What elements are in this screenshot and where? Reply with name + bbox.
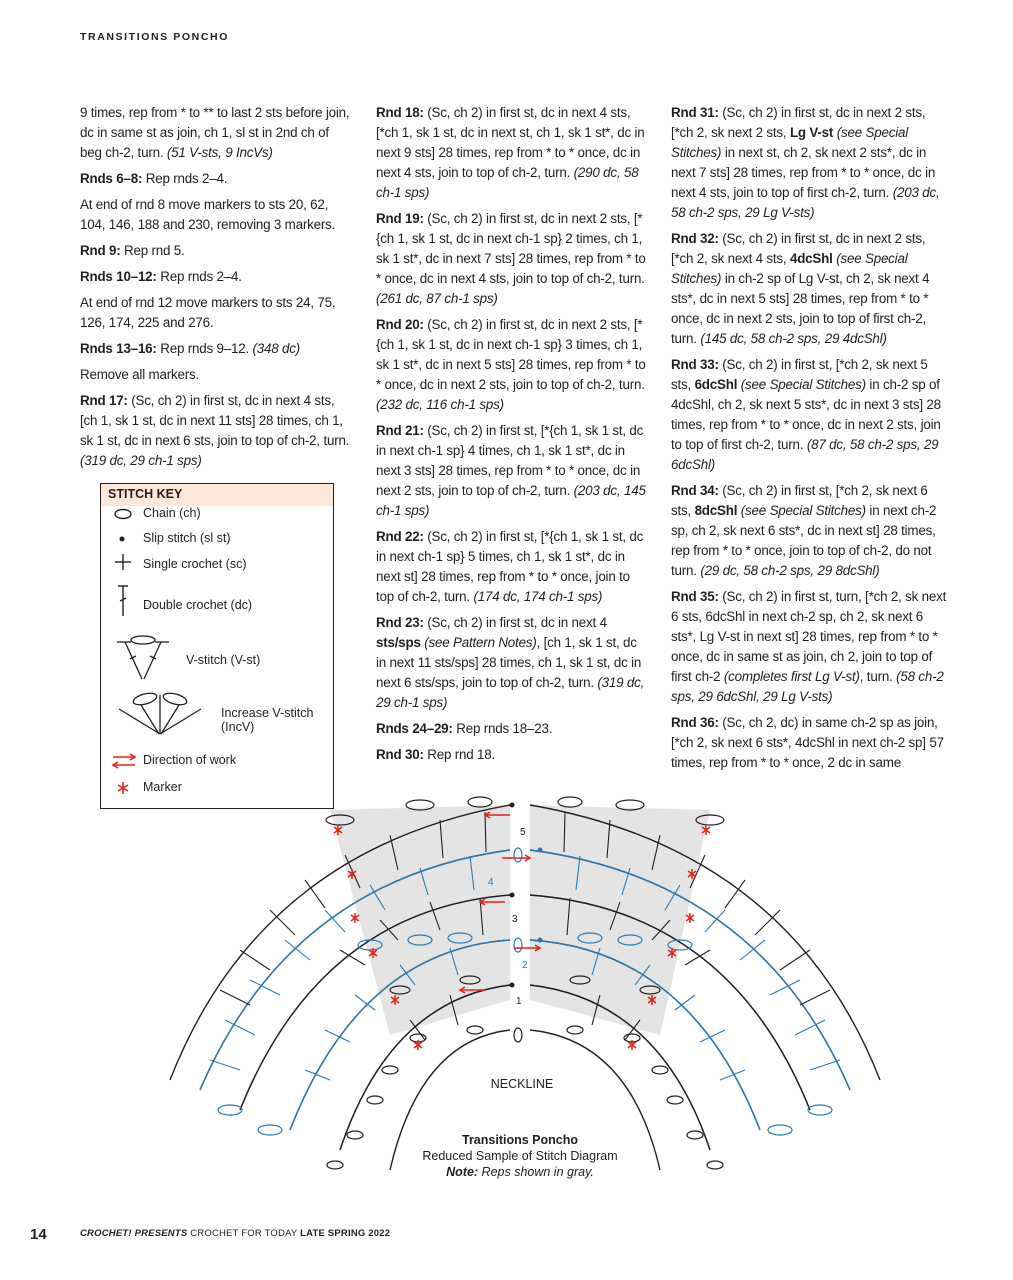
paragraph: Rnds 13–16: Rep rnds 9–12. (348 dc) bbox=[80, 341, 301, 356]
round-2-left bbox=[289, 939, 511, 1131]
paragraph: Rnd 36: (Sc, ch 2, dc) in same ch-2 sp a… bbox=[671, 715, 944, 770]
stitch-diagram: 5 4 3 2 1 NECKLINE bbox=[169, 796, 881, 1171]
text-column-3: Rnd 31: (Sc, ch 2) in first st, dc in ne… bbox=[671, 103, 949, 779]
stitch-key: STITCH KEY Chain (ch) Slip stitch (sl st… bbox=[100, 483, 334, 809]
round-1-right bbox=[529, 984, 711, 1151]
publication-footer: CROCHET! PRESENTS CROCHET FOR TODAY LATE… bbox=[80, 1228, 391, 1239]
paragraph: Rnd 21: (Sc, ch 2) in first st, [*{ch 1,… bbox=[376, 423, 646, 518]
stitch-posts-black bbox=[219, 811, 831, 1041]
row-number-2: 2 bbox=[522, 960, 528, 971]
double-crochet-icon bbox=[118, 585, 128, 616]
key-label-marker: Marker bbox=[143, 780, 182, 794]
diagram-caption-note: Note: Reps shown in gray. bbox=[446, 1165, 594, 1179]
diagram-caption-subtitle: Reduced Sample of Stitch Diagram bbox=[422, 1149, 618, 1163]
key-label-direction: Direction of work bbox=[143, 753, 237, 767]
v-stitch-arches bbox=[325, 796, 725, 1170]
paragraph: Rnd 19: (Sc, ch 2) in first st, dc in ne… bbox=[376, 211, 646, 306]
text-column-1: 9 times, rep from * to ** to last 2 sts … bbox=[80, 103, 352, 477]
paragraph: Rnds 6–8: Rep rnds 2–4. bbox=[80, 171, 228, 186]
paragraph: At end of rnd 8 move markers to sts 20, … bbox=[80, 197, 336, 232]
paragraph: Rnd 20: (Sc, ch 2) in first st, dc in ne… bbox=[376, 317, 646, 412]
key-label-chain: Chain (ch) bbox=[143, 506, 201, 520]
stitch-key-title: STITCH KEY bbox=[101, 484, 333, 506]
round-3-left bbox=[239, 894, 511, 1111]
round-1-left bbox=[339, 984, 511, 1151]
paragraph: At end of rnd 12 move markers to sts 24,… bbox=[80, 295, 336, 330]
row-number-3: 3 bbox=[512, 914, 518, 925]
round-4-right bbox=[529, 849, 851, 1091]
page-number: 14 bbox=[30, 1226, 47, 1243]
direction-arrow-icons bbox=[458, 811, 542, 994]
text-column-2: Rnd 18: (Sc, ch 2) in first st, dc in ne… bbox=[376, 103, 648, 771]
paragraph: Rnds 10–12: Rep rnds 2–4. bbox=[80, 269, 242, 284]
marker-icon bbox=[117, 782, 129, 794]
key-label-v-stitch: V-stitch (V-st) bbox=[186, 653, 261, 667]
chain-icon bbox=[114, 508, 132, 520]
row-number-4: 4 bbox=[488, 877, 494, 888]
paragraph: 9 times, rep from * to ** to last 2 sts … bbox=[80, 105, 350, 160]
foundation-right bbox=[529, 1029, 661, 1171]
paragraph: Remove all markers. bbox=[80, 367, 199, 382]
round-5-left bbox=[169, 804, 511, 1081]
running-header: TRANSITIONS PONCHO bbox=[80, 31, 229, 43]
key-label-double-crochet: Double crochet (dc) bbox=[143, 598, 253, 612]
paragraph: Rnd 30: Rep rnd 18. bbox=[376, 747, 496, 762]
slip-stitch-icon bbox=[119, 536, 125, 542]
rep-shading-left bbox=[330, 805, 510, 1035]
direction-arrows-icon bbox=[111, 753, 137, 769]
increase-v-stitch-icon bbox=[118, 692, 202, 735]
paragraph: Rnd 18: (Sc, ch 2) in first st, dc in ne… bbox=[376, 105, 645, 200]
round-4-left bbox=[199, 849, 511, 1091]
marker-icons bbox=[333, 825, 711, 1050]
paragraph: Rnd 22: (Sc, ch 2) in first st, [*{ch 1,… bbox=[376, 529, 644, 604]
paragraph: Rnd 34: (Sc, ch 2) in first st, [*ch 2, … bbox=[671, 483, 937, 578]
foundation-left bbox=[389, 1029, 511, 1171]
paragraph: Rnd 23: (Sc, ch 2) in first st, dc in ne… bbox=[376, 615, 645, 710]
row-number-1: 1 bbox=[516, 996, 522, 1007]
diagram-caption-title: Transitions Poncho bbox=[462, 1133, 578, 1147]
paragraph: Rnd 31: (Sc, ch 2) in first st, dc in ne… bbox=[671, 105, 940, 220]
round-2-right bbox=[529, 939, 761, 1131]
rep-shading-right bbox=[530, 805, 710, 1035]
round-5-right bbox=[529, 804, 881, 1081]
center-chain-column bbox=[509, 802, 543, 1043]
paragraph: Rnds 24–29: Rep rnds 18–23. bbox=[376, 721, 553, 736]
paragraph: Rnd 9: Rep rnd 5. bbox=[80, 243, 185, 258]
paragraph: Rnd 35: (Sc, ch 2) in first st, turn, [*… bbox=[671, 589, 947, 704]
stitch-posts-blue bbox=[209, 855, 841, 1081]
v-stitch-icon bbox=[117, 635, 169, 680]
key-label-slip-stitch: Slip stitch (sl st) bbox=[143, 531, 231, 545]
paragraph: Rnd 32: (Sc, ch 2) in first st, dc in ne… bbox=[671, 231, 930, 346]
single-crochet-icon bbox=[115, 554, 131, 570]
key-label-increase-v-stitch: Increase V-stitch (IncV) bbox=[221, 706, 314, 734]
paragraph: Rnd 33: (Sc, ch 2) in first st, [*ch 2, … bbox=[671, 357, 941, 472]
paragraph: Rnd 17: (Sc, ch 2) in first st, dc in ne… bbox=[80, 393, 350, 468]
key-label-single-crochet: Single crochet (sc) bbox=[143, 557, 247, 571]
neckline-label: NECKLINE bbox=[491, 1077, 554, 1091]
row-number-5: 5 bbox=[520, 827, 526, 838]
